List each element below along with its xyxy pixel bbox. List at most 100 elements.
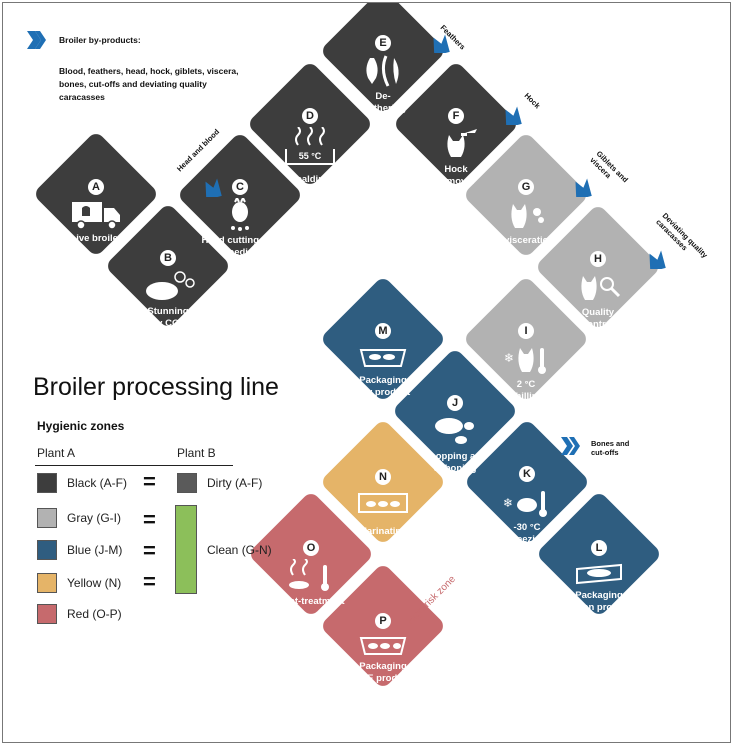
freezing-icon: ❄ bbox=[503, 491, 547, 517]
svg-text:❄: ❄ bbox=[503, 496, 513, 510]
step-label-line1: Packaging bbox=[359, 661, 407, 672]
legend-divider bbox=[35, 465, 233, 466]
step-label-line1: Heat-treatment bbox=[277, 596, 345, 607]
step-label-line1: Chopping and bbox=[423, 451, 487, 462]
step-label-line2: by CO2 bbox=[151, 318, 185, 329]
legend-yellow: Yellow (N) bbox=[67, 576, 122, 590]
feather-icon bbox=[366, 55, 399, 87]
step-g: G Evisceration bbox=[471, 179, 581, 247]
step-letter: G bbox=[518, 179, 534, 195]
steam-icon bbox=[295, 127, 325, 146]
swatch-dirty bbox=[177, 473, 197, 493]
output-arrow-icon bbox=[433, 34, 450, 53]
output-bones: Bones and cut-offs bbox=[591, 439, 630, 457]
step-letter: H bbox=[590, 251, 606, 267]
step-label-line1: 2 °C bbox=[516, 379, 536, 390]
step-label-line1: Evisceration bbox=[497, 235, 555, 246]
legend-red: Red (O-P) bbox=[67, 607, 122, 621]
step-label-line2: raw product bbox=[355, 387, 411, 398]
step-label-line2: bleeding bbox=[220, 247, 260, 258]
step-letter: A bbox=[88, 179, 104, 195]
step-label-line2: control bbox=[581, 319, 615, 330]
step-letter: P bbox=[375, 613, 391, 629]
legend-equals: = bbox=[143, 469, 156, 494]
step-label-line1: Stunning bbox=[147, 306, 189, 317]
swatch-red bbox=[37, 604, 57, 624]
step-label-line2: Freezing bbox=[507, 534, 547, 545]
page-title: Broiler processing line bbox=[33, 373, 279, 401]
scalding-tank-icon: 55 °C bbox=[285, 149, 335, 165]
step-d: D 55 °C Scalding bbox=[255, 108, 365, 186]
step-label-line1: De- bbox=[375, 91, 391, 102]
swatch-gray bbox=[37, 508, 57, 528]
frozen-package-icon bbox=[576, 563, 622, 585]
swatch-blue bbox=[37, 540, 57, 560]
step-label-line1: Hock bbox=[444, 164, 468, 175]
step-label-line2: frozen product bbox=[565, 602, 633, 613]
knife-carcass-icon bbox=[447, 129, 477, 157]
truck-icon bbox=[72, 202, 120, 230]
step-label-line1: Quality bbox=[581, 307, 615, 318]
legend-black: Black (A-F) bbox=[67, 476, 127, 490]
output-arrow-icon bbox=[649, 250, 666, 269]
byproducts-description: Blood, feathers, head, hock, giblets, vi… bbox=[59, 66, 239, 102]
chevron-arrow-icon bbox=[561, 437, 580, 455]
step-label-line1: Packaging bbox=[575, 590, 623, 601]
legend-blue: Blue (J-M) bbox=[67, 543, 123, 557]
legend-gray: Gray (G-I) bbox=[67, 511, 121, 525]
step-letter: O bbox=[303, 540, 319, 556]
legend-clean: Clean (G-N) bbox=[207, 543, 272, 557]
svg-text:❄: ❄ bbox=[504, 351, 514, 365]
marinade-tray-icon bbox=[358, 493, 408, 513]
swatch-black bbox=[37, 473, 57, 493]
output-arrow-icon bbox=[575, 178, 592, 197]
viscera-icon bbox=[511, 204, 544, 228]
step-letter: D bbox=[302, 108, 318, 124]
drumstick-icon bbox=[435, 418, 474, 444]
swatch-clean bbox=[175, 505, 197, 594]
legend-title: Hygienic zones bbox=[37, 419, 125, 433]
step-label-line2: RTE product bbox=[354, 673, 412, 684]
swatch-yellow bbox=[37, 573, 57, 593]
legend-plant-b: Plant B bbox=[177, 446, 216, 460]
step-label-line2: removal bbox=[437, 176, 475, 187]
step-letter: K bbox=[519, 466, 535, 482]
legend-dirty: Dirty (A-F) bbox=[207, 476, 263, 490]
step-letter: M bbox=[375, 323, 391, 339]
legend-equals: = bbox=[143, 507, 156, 532]
step-label-line2: feathering bbox=[360, 103, 406, 114]
magnifier-icon bbox=[581, 276, 621, 300]
step-e: E De-feathering bbox=[328, 35, 438, 115]
step-label-line1: Head cutting and bbox=[201, 235, 279, 246]
heat-icon bbox=[289, 559, 329, 591]
rte-tray-icon bbox=[359, 637, 407, 655]
step-label-line1: -30 °C bbox=[513, 522, 541, 533]
step-n: N Marinating bbox=[328, 469, 438, 538]
step-letter: N bbox=[375, 469, 391, 485]
step-label-line1: Live broiler bbox=[70, 233, 122, 244]
thermometer-icon: ❄ bbox=[504, 348, 546, 374]
step-label-line2: Chilling bbox=[508, 391, 544, 402]
byproducts-title: Broiler by-products: bbox=[59, 35, 141, 45]
tray-icon bbox=[359, 349, 407, 367]
output-arrow-icon bbox=[505, 106, 522, 125]
step-letter: B bbox=[160, 250, 176, 266]
step-a: A Live broiler bbox=[41, 179, 151, 245]
step-letter: J bbox=[447, 395, 463, 411]
output-arrow-icon bbox=[205, 178, 222, 197]
chevron-arrow-icon bbox=[27, 31, 46, 49]
step-label-line1: Marinating bbox=[358, 526, 408, 537]
step-label-line1: Scalding bbox=[290, 174, 330, 185]
step-label-line1: Packaging bbox=[359, 375, 407, 386]
